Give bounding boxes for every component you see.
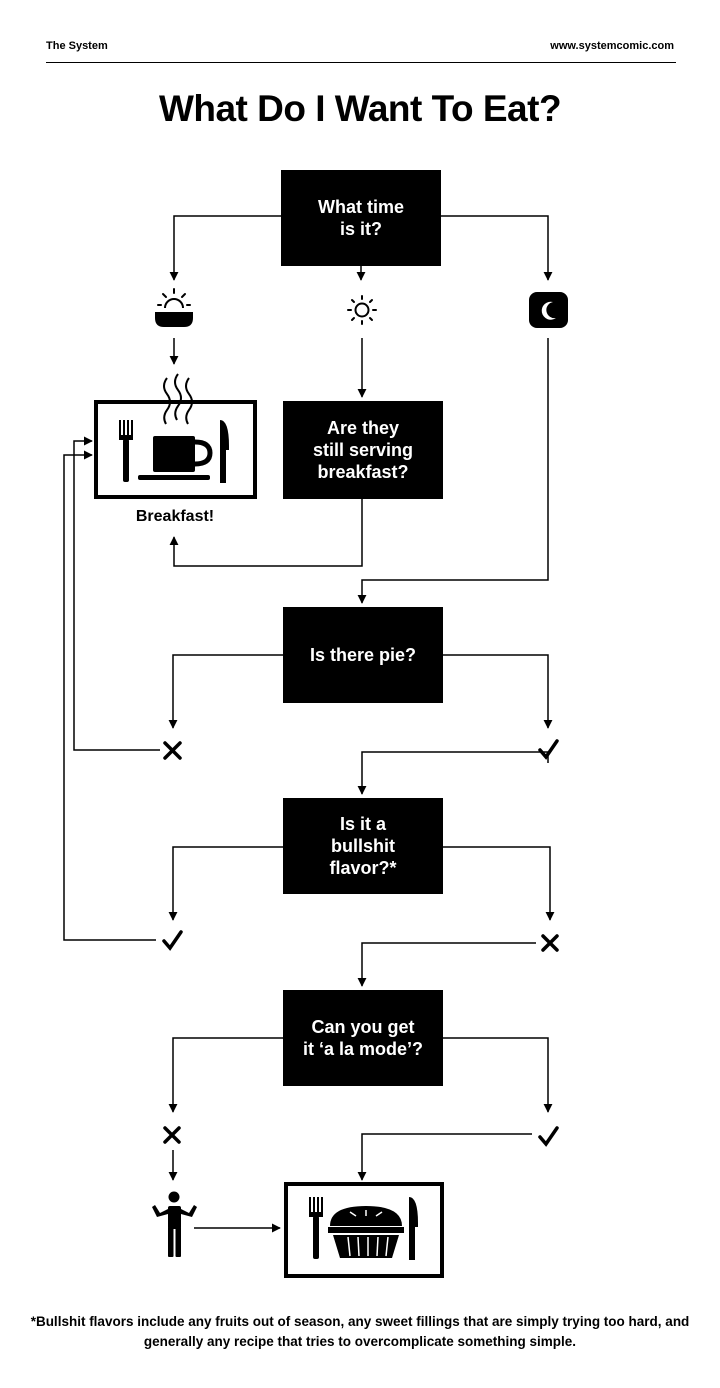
arrow-q4-to-no [443, 846, 555, 921]
arrow-q3-to-yes [443, 654, 553, 729]
arrow-q3-to-no [168, 654, 283, 729]
arrow-q4-yes-to-breakfast [63, 450, 156, 941]
sun-icon [347, 295, 377, 325]
arrow-q3-no-to-breakfast [73, 436, 160, 751]
question-bullshit-flavor: Is it a bullshit flavor?* [283, 798, 443, 894]
question-serving-breakfast: Are they still serving breakfast? [283, 401, 443, 499]
fork-coffee-knife-icon [94, 373, 257, 499]
question-a-la-mode: Can you get it ‘a la mode’? [283, 990, 443, 1086]
cross-icon-alamode-no [163, 1126, 181, 1144]
cross-icon-pie-no [163, 741, 182, 760]
check-icon-bullshit-yes [162, 930, 183, 951]
arrow-yes-to-pie [357, 1133, 532, 1181]
arrow-night-to-q3 [357, 338, 549, 604]
arrow-q3-yes-to-q4 [357, 751, 549, 795]
arrow-q5-to-no [168, 1037, 283, 1113]
question-is-there-pie: Is there pie? [283, 607, 443, 703]
check-icon-pie-yes [538, 739, 559, 760]
header-left-brand: The System [46, 40, 108, 52]
arrow-q4-no-to-q5 [357, 942, 536, 987]
arrow-q4-to-yes [168, 846, 283, 921]
header-divider [46, 62, 676, 63]
check-icon-alamode-yes [538, 1126, 559, 1147]
cross-icon-bullshit-no [541, 934, 559, 952]
breakfast-outcome-label: Breakfast! [135, 508, 215, 525]
sunrise-icon [155, 288, 193, 327]
shrugging-person-icon [152, 1191, 197, 1257]
arrow-q1-to-night [441, 215, 553, 281]
footnote: *Bullshit flavors include any fruits out… [30, 1314, 690, 1349]
moon-icon [529, 292, 568, 328]
page-title: What Do I Want To Eat? [158, 88, 562, 129]
header-website-link[interactable]: www.systemcomic.com [550, 40, 674, 52]
arrow-q1-to-morning [169, 215, 281, 281]
fork-pie-knife-icon [284, 1182, 444, 1278]
arrow-q2-to-breakfast [169, 499, 363, 567]
arrow-q5-to-yes [443, 1037, 553, 1113]
question-what-time: What time is it? [281, 170, 441, 266]
